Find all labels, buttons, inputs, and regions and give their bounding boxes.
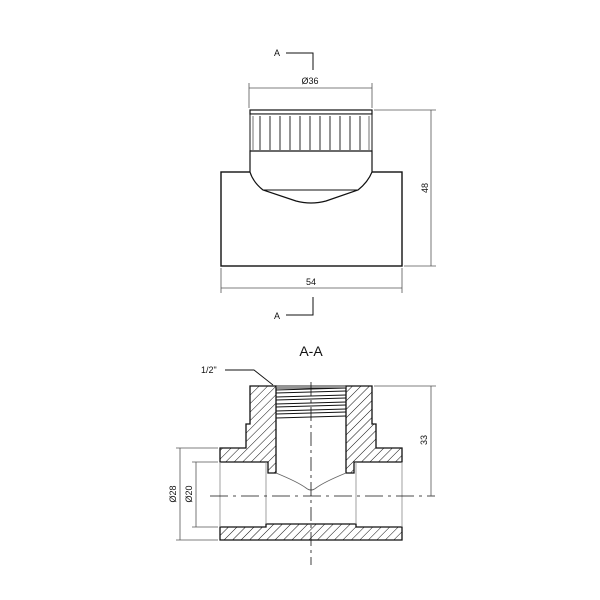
dim-height: 48 bbox=[420, 183, 430, 193]
section-title: A-A bbox=[299, 343, 323, 359]
dim-width: 54 bbox=[306, 277, 316, 287]
section-marker-top: A bbox=[274, 48, 280, 58]
section-line-bottom bbox=[286, 297, 314, 316]
section-view: A-A 1/2" bbox=[168, 343, 436, 565]
section-marker-bottom: A bbox=[274, 311, 280, 321]
thread-label: 1/2" bbox=[201, 365, 217, 375]
section-line-top bbox=[286, 52, 314, 70]
dim-outer-diameter: Ø28 bbox=[168, 485, 178, 502]
top-view: A Ø36 bbox=[220, 48, 436, 321]
dim-inner-diameter: Ø20 bbox=[184, 485, 194, 502]
thread-leader bbox=[225, 369, 274, 386]
ribbed-cap bbox=[249, 109, 373, 152]
wall-left bbox=[219, 385, 277, 474]
dim-top-diameter: Ø36 bbox=[301, 76, 318, 86]
wall-right bbox=[345, 385, 403, 474]
dim-section-height: 33 bbox=[419, 435, 429, 445]
